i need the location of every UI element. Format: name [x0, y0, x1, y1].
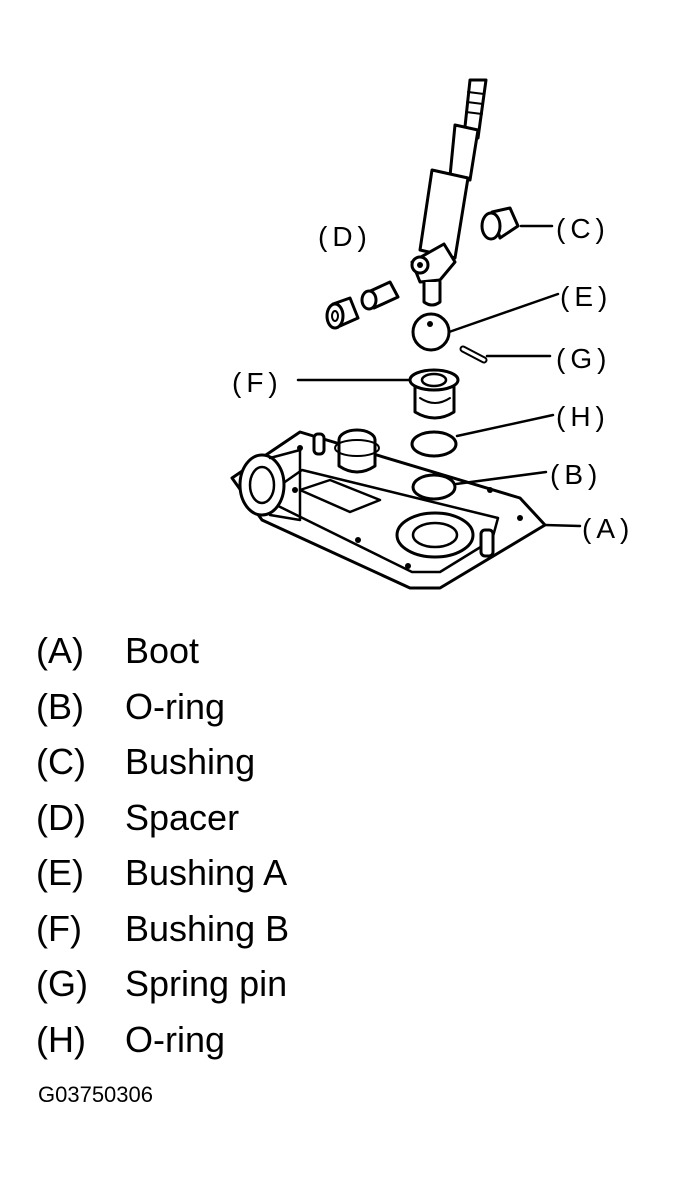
- callout-d: (D): [318, 221, 372, 252]
- legend-key: (C): [36, 741, 86, 782]
- legend-key: (E): [36, 852, 84, 893]
- legend-desc: O-ring: [125, 1018, 226, 1060]
- exploded-parts-diagram: (C) (D) (E) (G) (F) (H) (B) (A): [230, 78, 634, 590]
- legend-row: (F) Bushing B: [0, 900, 400, 956]
- legend-row: (C) Bushing: [0, 733, 400, 789]
- legend-row: (D) Spacer: [0, 789, 400, 845]
- callout-g: (G): [556, 343, 611, 374]
- callout-f: (F): [232, 367, 283, 398]
- shift-lever: [410, 78, 488, 307]
- legend-row: (H) O-ring: [0, 1011, 400, 1067]
- legend-desc: Spring pin: [125, 963, 288, 1004]
- legend-key: (F): [36, 907, 82, 949]
- parts-legend: (A) Boot (B) O-ring (C) Bushing (D) Spac…: [0, 622, 400, 1066]
- callout-b: (B): [550, 459, 602, 490]
- callout-c: (C): [556, 213, 610, 244]
- o-ring-b: [411, 473, 457, 501]
- figure-id: G03750306: [38, 1082, 153, 1107]
- boot-housing: [230, 428, 547, 590]
- callout-a: (A): [582, 513, 634, 544]
- leader-lines: [296, 224, 582, 528]
- spacer-d: [360, 280, 400, 311]
- legend-key: (G): [36, 963, 88, 1004]
- legend-key: (D): [36, 796, 86, 838]
- legend-desc: Spacer: [125, 796, 240, 838]
- callout-labels: (C) (D) (E) (G) (F) (H) (B) (A): [232, 213, 634, 544]
- o-ring-h: [410, 430, 458, 458]
- legend-row: (B) O-ring: [0, 678, 400, 734]
- bushing-left: [325, 296, 360, 330]
- legend-row: (A) Boot: [0, 622, 400, 678]
- bushing-a-ball: [411, 312, 451, 352]
- legend-desc: Bushing: [125, 741, 256, 782]
- legend-desc: Bushing B: [125, 907, 290, 949]
- callout-e: (E): [560, 281, 612, 312]
- legend-desc: O-ring: [125, 685, 226, 727]
- legend-key: (H): [36, 1018, 86, 1060]
- legend-key: (B): [36, 685, 84, 727]
- legend-row: (E) Bushing A: [0, 844, 400, 900]
- legend-row: (G) Spring pin: [0, 955, 400, 1011]
- bushing-c: [480, 206, 520, 241]
- legend-desc: Boot: [125, 630, 200, 671]
- legend-key: (A): [36, 630, 84, 671]
- bushing-b: [408, 368, 460, 420]
- legend-desc: Bushing A: [125, 852, 288, 893]
- callout-h: (H): [556, 401, 610, 432]
